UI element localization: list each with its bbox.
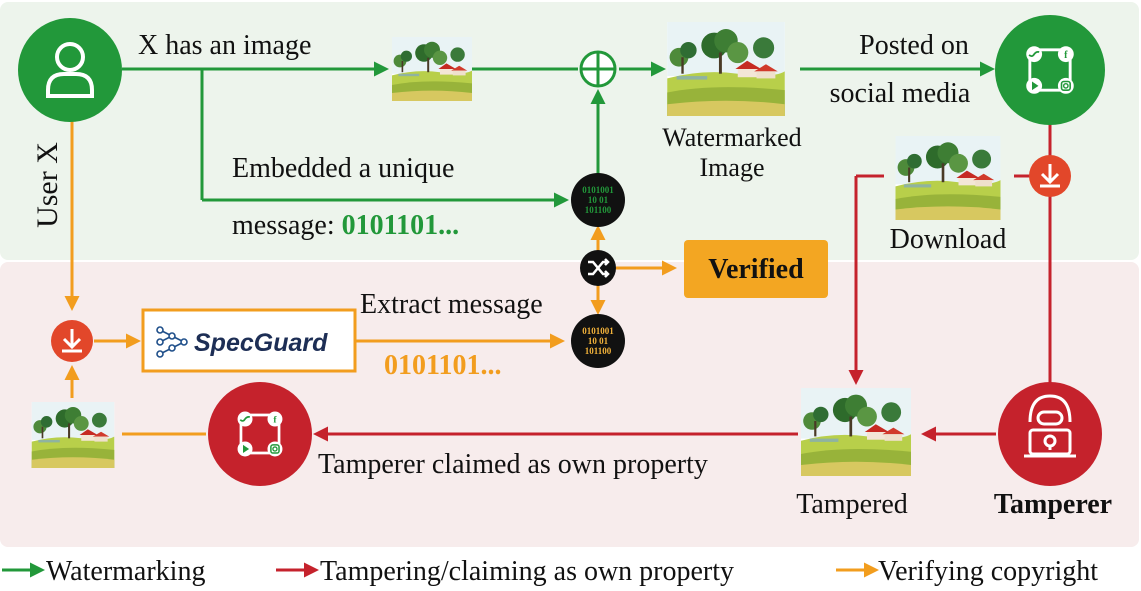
legend-watermarking: Watermarking xyxy=(2,556,205,587)
hacker-icon xyxy=(1024,394,1076,458)
tampered-label: Tampered xyxy=(796,489,908,520)
legend-tampering-label: Tampering/claiming as own property xyxy=(320,556,734,587)
posted-label-line1: Posted on xyxy=(859,30,969,61)
download-label: Download xyxy=(890,224,1007,255)
user-icon xyxy=(46,42,94,98)
embedded-message-node: 0101001 10 01 101100 xyxy=(571,173,625,227)
embed-label-line1: Embedded a unique xyxy=(232,153,454,184)
extracted-binary-icon: 0101001 xyxy=(582,326,614,336)
extract-label: Extract message xyxy=(360,289,543,320)
original-image xyxy=(392,37,472,101)
downloaded-image xyxy=(895,136,1001,220)
verification-region xyxy=(0,262,1139,547)
verified-badge: Verified xyxy=(684,240,828,298)
tampered-image xyxy=(801,388,911,476)
download-icon-top xyxy=(1029,155,1071,197)
claimed-image xyxy=(31,402,115,468)
shuffle-icon xyxy=(588,258,610,278)
verifying-arrows xyxy=(64,100,677,436)
legend-verifying: Verifying copyright xyxy=(836,556,1098,587)
watermarking-arrows xyxy=(122,61,995,208)
legend-verifying-label: Verifying copyright xyxy=(878,556,1098,587)
svg-text:101100: 101100 xyxy=(585,346,612,356)
specguard-box: SpecGuard xyxy=(141,308,357,373)
specguard-logo-text: SpecGuard xyxy=(194,329,328,357)
extracted-message-node: 0101001 10 01 101100 xyxy=(571,314,625,368)
legend-watermarking-label: Watermarking xyxy=(46,556,205,587)
social-media-node xyxy=(995,15,1105,125)
svg-text:10 01: 10 01 xyxy=(588,195,609,205)
watermarked-image xyxy=(667,22,785,116)
claim-label: Tamperer claimed as own property xyxy=(318,449,708,480)
user-x-node xyxy=(18,18,122,122)
tamperer-label: Tamperer xyxy=(994,489,1112,520)
watermarked-label-line2: Image xyxy=(700,153,765,182)
extracted-bits: 0101101... xyxy=(384,350,501,381)
has-image-label: X has an image xyxy=(138,30,311,61)
download-icon-bottom xyxy=(51,320,93,362)
svg-text:101100: 101100 xyxy=(585,205,612,215)
binary-message-icon: 0101001 xyxy=(582,185,614,195)
network-icon xyxy=(156,326,188,358)
compare-node xyxy=(580,250,616,286)
legend: Watermarking Tampering/claiming as own p… xyxy=(2,556,1098,587)
embed-label-line2: message: 0101101... xyxy=(232,210,459,241)
watermarked-label-line1: Watermarked xyxy=(662,123,801,152)
svg-text:10 01: 10 01 xyxy=(588,336,609,346)
watermarking-region xyxy=(0,2,1139,260)
claim-social-node xyxy=(208,382,312,486)
user-x-label: User X xyxy=(31,142,64,228)
embed-plus-icon xyxy=(579,50,617,88)
posted-label-line2: social media xyxy=(830,78,971,109)
embed-message-bits: 0101101... xyxy=(342,210,459,241)
legend-tampering: Tampering/claiming as own property xyxy=(276,556,734,587)
verified-label: Verified xyxy=(708,254,804,285)
tamperer-node xyxy=(998,382,1102,486)
embed-message-prefix: message: xyxy=(232,210,342,241)
